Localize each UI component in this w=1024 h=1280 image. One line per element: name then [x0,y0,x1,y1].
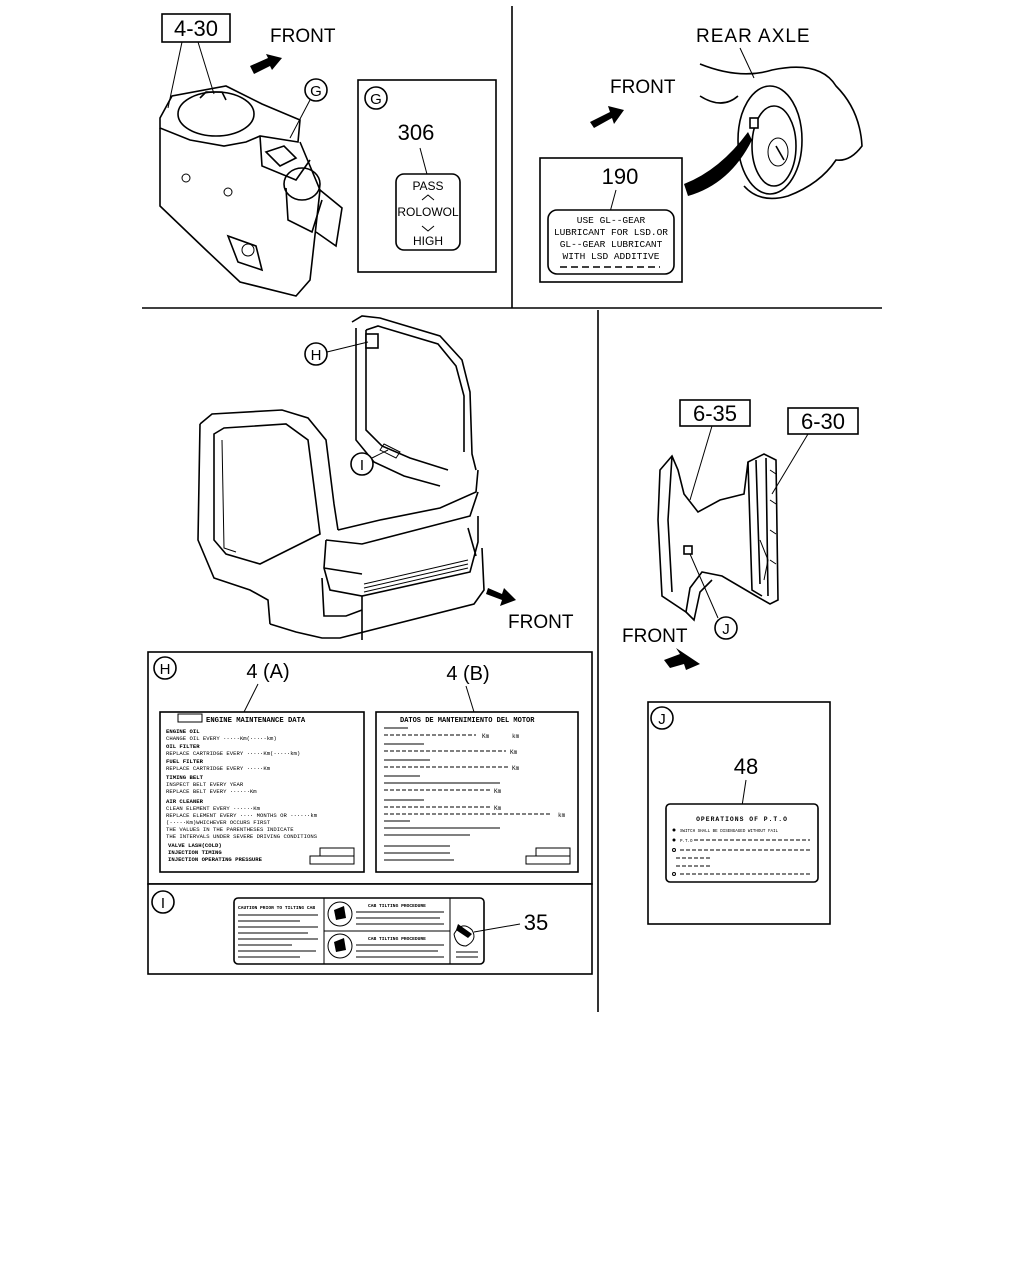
part-number-35: 35 [524,910,548,935]
inset-g-letter [364,86,388,110]
svg-text:H: H [160,661,171,678]
front-arrow-icon [590,106,624,128]
front-arrow-icon [664,648,700,670]
front-arrow-icon [486,588,516,606]
svg-text:CAB TILTING PROCEDURE: CAB TILTING PROCEDURE [368,936,426,942]
svg-text:6-30: 6-30 [801,409,845,434]
svg-text:G: G [370,91,382,108]
svg-text:HIGH: HIGH [413,234,443,248]
svg-text:P.T.O: P.T.O [680,840,693,844]
front-label: FRONT [622,626,688,647]
svg-text:ENGINE OIL: ENGINE OIL [166,728,200,735]
engine-maintenance-label-en: ENGINE MAINTENANCE DATA ENGINE OIL CHANG… [159,711,365,873]
pto-operations-label: OPERATIONS OF P.T.O SWITCH SHALL BE DISE… [665,803,819,883]
svg-text:REPLACE CARTRIDGE EVERY ·····K: REPLACE CARTRIDGE EVERY ·····Km(·····km) [166,750,300,757]
svg-text:H: H [311,347,322,364]
svg-text:FUEL FILTER: FUEL FILTER [166,758,204,765]
front-arrow-icon [250,54,282,74]
svg-text:REPLACE ELEMENT EVERY ···· MON: REPLACE ELEMENT EVERY ···· MONTHS OR ···… [166,812,318,819]
svg-text:CHANGE OIL EVERY ·····Km(·····: CHANGE OIL EVERY ·····Km(·····km) [166,735,277,742]
svg-text:CAB TILTING PROCEDURE: CAB TILTING PROCEDURE [368,903,426,909]
part-number-190: 190 [602,164,639,189]
side-trim-panel [657,453,779,622]
svg-text:WITH LSD ADDITIVE: WITH LSD ADDITIVE [563,251,660,262]
panel-cab: H I FRONT [197,315,574,640]
svg-text:GL--GEAR LUBRICANT: GL--GEAR LUBRICANT [560,239,663,250]
svg-text:I: I [161,895,165,912]
inset-h-letter [153,656,177,680]
svg-text:km: km [558,812,566,819]
svg-text:I: I [360,457,364,474]
svg-text:OIL FILTER: OIL FILTER [166,743,200,750]
svg-text:OPERATIONS OF P.T.O: OPERATIONS OF P.T.O [696,816,788,823]
svg-text:REPLACE CARTRIDGE EVERY ·····K: REPLACE CARTRIDGE EVERY ·····Km [166,765,271,772]
callout-i [350,452,374,476]
svg-text:(·····Km)WHICHEVER OCCURS FIRS: (·····Km)WHICHEVER OCCURS FIRST [166,819,271,826]
svg-text:ENGINE MAINTENANCE DATA: ENGINE MAINTENANCE DATA [206,717,306,725]
svg-text:J: J [658,711,666,728]
svg-text:INJECTION OPERATING PRESSURE: INJECTION OPERATING PRESSURE [168,856,263,863]
svg-text:Km: Km [494,788,502,795]
section-dividers [142,6,882,1012]
callout-g [304,78,328,102]
svg-text:J: J [722,621,730,638]
engine-maintenance-label-es: DATOS DE MANTENIMIENTO DEL MOTOR [375,711,579,873]
shift-pattern-label [395,173,461,251]
callout-j [714,616,738,640]
ref-label-4-30: 4-30 [174,16,218,41]
rear-axle-label: REAR AXLE [696,26,811,47]
svg-text:USE GL--GEAR: USE GL--GEAR [577,215,646,226]
svg-text:Km: Km [512,765,520,772]
svg-text:AIR CLEANER: AIR CLEANER [166,798,204,805]
svg-text:THE VALUES IN THE PARENTHESES: THE VALUES IN THE PARENTHESES INDICATE [166,826,294,833]
svg-text:SWITCH SHALL BE DISENGAGED WIT: SWITCH SHALL BE DISENGAGED WITHOUT FAIL [680,830,778,834]
svg-text:6-35: 6-35 [693,401,737,426]
svg-text:INSPECT BELT EVERY YEAR: INSPECT BELT EVERY YEAR [166,781,244,788]
svg-text:DATOS DE MANTENIMIENTO DEL MOT: DATOS DE MANTENIMIENTO DEL MOTOR [400,717,535,725]
part-number-306: 306 [398,120,435,145]
svg-text:TIMING BELT: TIMING BELT [166,774,204,781]
part-number-4a: 4 (A) [246,661,289,683]
svg-text:VALVE LASH(COLD): VALVE LASH(COLD) [168,842,222,849]
inset-i-letter [151,890,175,914]
axle-housing [684,63,863,200]
front-label: FRONT [508,612,574,633]
inset-i: I CAUTION PRIOR TO TILTING CAB [147,883,593,975]
front-label: FRONT [610,77,676,98]
svg-text:CAUTION PRIOR TO TILTING CAB: CAUTION PRIOR TO TILTING CAB [238,905,315,911]
inset-h: H 4 (A) 4 (B) ENGINE MAINTENANCE DATA EN… [147,651,593,885]
panel-right: 6-35 6-30 J FRONT [622,399,859,670]
ref-box-4-30 [161,13,231,43]
ref-box-6-30 [787,407,859,435]
svg-text:PASS: PASS [412,179,443,193]
truck-cab [197,315,485,640]
switch-bracket [159,85,343,297]
callout-h [304,342,328,366]
svg-text:Km: Km [510,749,518,756]
inset-j-letter [650,706,674,730]
svg-text:ROLOWOL: ROLOWOL [397,205,459,219]
svg-text:G: G [310,83,322,100]
svg-text:Km: Km [482,733,490,740]
svg-text:CLEAN ELEMENT EVERY ······Km: CLEAN ELEMENT EVERY ······Km [166,805,261,812]
panel-top-right: REAR AXLE FRONT 190 USE GL--GEAR LUBRICA… [539,26,863,283]
differential-oil-label [547,209,675,275]
svg-text:km: km [512,733,520,740]
cab-tilt-label: CAUTION PRIOR TO TILTING CAB CAB TIL [233,897,485,965]
front-label: FRONT [270,26,336,47]
inset-j: J 48 OPERATIONS OF P.T.O SWITCH SHALL BE… [647,701,831,925]
part-number-4b: 4 (B) [446,663,489,685]
svg-text:INJECTION TIMING: INJECTION TIMING [168,849,222,856]
svg-text:REPLACE BELT EVERY ······Km: REPLACE BELT EVERY ······Km [166,788,257,795]
svg-text:Km: Km [494,805,502,812]
svg-text:THE INTERVALS UNDER SEVERE DRI: THE INTERVALS UNDER SEVERE DRIVING CONDI… [166,833,318,840]
part-number-48: 48 [734,754,758,779]
svg-text:LUBRICANT FOR LSD.OR: LUBRICANT FOR LSD.OR [554,227,668,238]
inset-g: G 306 PASS ROLOWOL HIGH [357,79,497,273]
ref-box-6-35 [679,399,751,427]
panel-top-left: 4-30 FRONT G [159,13,343,297]
